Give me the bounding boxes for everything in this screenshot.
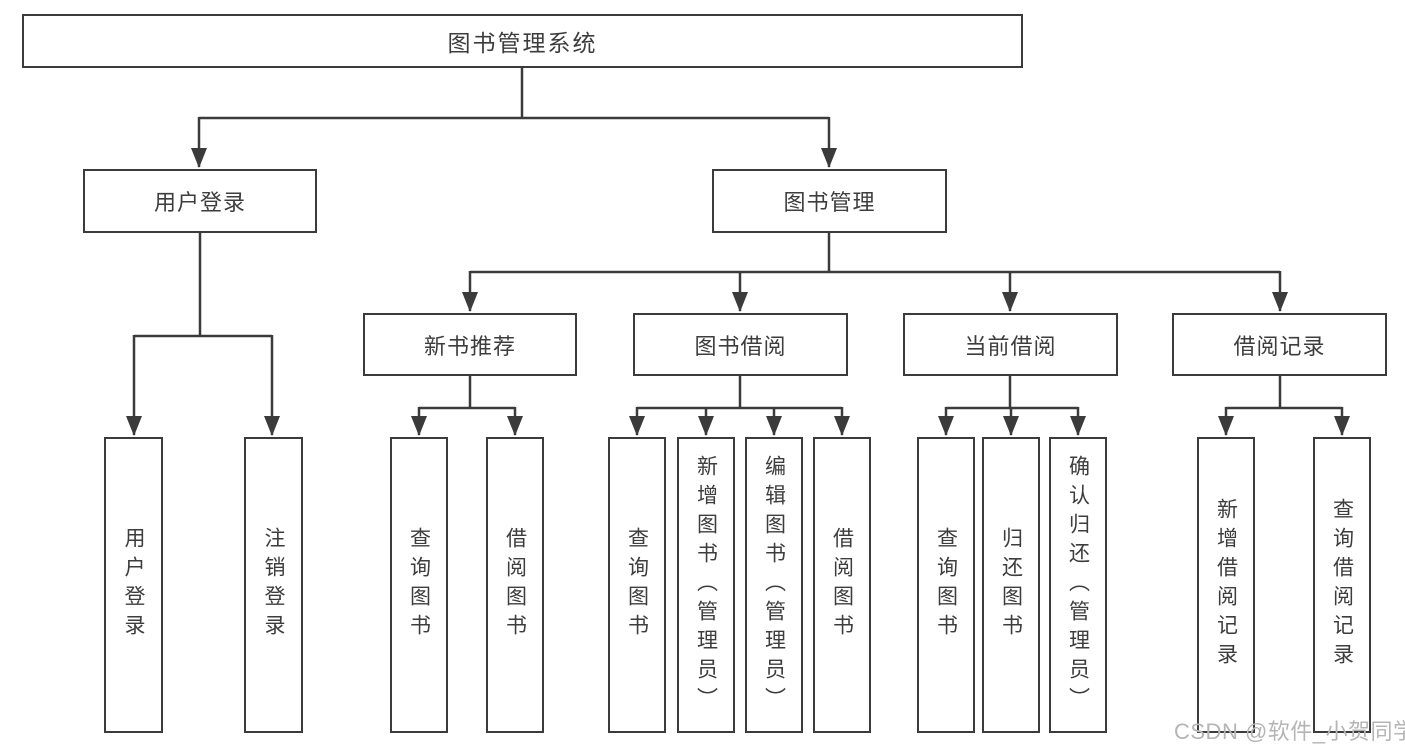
leaf-bb-borrow-books: 借阅图书 <box>813 437 871 733</box>
node-current-borrow: 当前借阅 <box>903 313 1118 376</box>
leaf-br-add-record: 新增借阅记录 <box>1197 437 1255 733</box>
leaf-bb-edit-book-admin: 编辑图书（管理员） <box>745 437 803 733</box>
leaf-user-login: 用户登录 <box>104 437 163 733</box>
leaf-nb-borrow-books: 借阅图书 <box>486 437 544 733</box>
node-root-system: 图书管理系统 <box>22 14 1023 68</box>
node-book-management: 图书管理 <box>712 169 947 233</box>
leaf-nb-query-books: 查询图书 <box>390 437 448 733</box>
leaf-cb-query-books: 查询图书 <box>917 437 975 733</box>
leaf-cb-confirm-return-admin: 确认归还（管理员） <box>1049 437 1107 733</box>
leaf-bb-add-book-admin: 新增图书（管理员） <box>677 437 735 733</box>
node-new-book-recommend: 新书推荐 <box>363 313 577 376</box>
node-book-borrow: 图书借阅 <box>633 313 848 376</box>
leaf-cb-return-books: 归还图书 <box>982 437 1040 733</box>
leaf-logout: 注销登录 <box>244 437 303 733</box>
node-user-login: 用户登录 <box>83 169 317 233</box>
leaf-br-query-record: 查询借阅记录 <box>1313 437 1371 733</box>
watermark-text: CSDN @软件_小贺同学 <box>1174 719 1405 744</box>
leaf-bb-query-books: 查询图书 <box>608 437 666 733</box>
node-borrow-records: 借阅记录 <box>1172 313 1387 376</box>
